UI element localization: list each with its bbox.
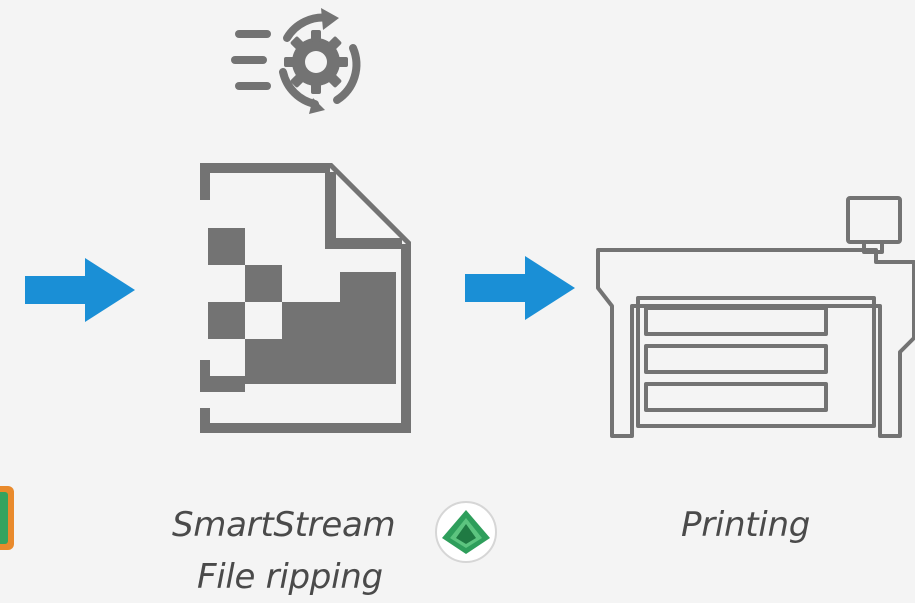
printing-caption: Printing — [681, 505, 810, 545]
cropped-previous-step-icon — [0, 486, 14, 550]
gear-refresh-icon — [231, 8, 361, 114]
arrow-right-icon — [465, 256, 575, 320]
smartstream-caption: SmartStream — [172, 505, 396, 545]
arrow-right-icon — [25, 258, 135, 322]
smartstream-logo-icon — [434, 500, 498, 564]
file-ripping-caption: File ripping — [197, 557, 383, 597]
large-format-printer-icon — [596, 196, 915, 438]
raster-file-icon — [200, 163, 411, 433]
